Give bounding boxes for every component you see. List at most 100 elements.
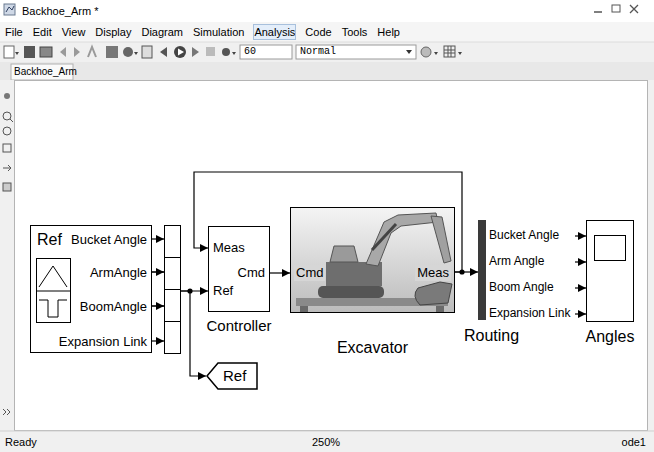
bus-creator	[165, 258, 181, 290]
toolbar	[444, 46, 455, 57]
menu-item: Tools	[342, 25, 368, 39]
stop-time-field: 60	[244, 45, 256, 59]
bus-creator	[165, 226, 181, 354]
signal-line	[194, 172, 462, 272]
toolbar	[0, 43, 654, 62]
block-name: Controller	[206, 317, 271, 335]
excavator-illustration	[372, 224, 396, 250]
palette-bar	[4, 93, 10, 99]
tab-strip	[0, 62, 654, 80]
menu-item: Code	[305, 25, 331, 39]
port-label: Bucket Angle	[71, 232, 147, 248]
excavator-illustration	[318, 286, 384, 298]
model-canvas	[15, 81, 648, 431]
toolbar	[88, 47, 96, 57]
toolbar	[174, 46, 186, 58]
bus-creator	[165, 322, 181, 354]
toolbar	[15, 52, 19, 55]
toolbar	[0, 43, 654, 62]
toolbar	[406, 50, 412, 54]
toolbar	[160, 47, 167, 57]
port-label: ArmAngle	[90, 265, 147, 281]
port-label: Arm Angle	[489, 254, 544, 269]
toolbar	[296, 45, 416, 59]
signal-builder-icon	[37, 259, 71, 323]
port-wires	[152, 340, 164, 341]
sim-mode-field: Normal	[300, 45, 336, 59]
signal-line	[455, 271, 478, 272]
bus-creator	[165, 226, 181, 258]
toolbar	[192, 47, 199, 57]
menu-item: Display	[95, 25, 131, 39]
menu-item: View	[62, 25, 86, 39]
block-name: Excavator	[337, 338, 408, 357]
title-bar	[630, 5, 638, 13]
branch-point	[187, 288, 192, 293]
menu-bar	[0, 22, 654, 42]
port-label: Meas	[415, 265, 451, 281]
palette-bar	[3, 183, 11, 191]
zoom-level: 250%	[312, 435, 340, 449]
port-label: Expansion Link	[59, 334, 147, 350]
toolbar	[142, 46, 152, 58]
signal-builder-icon	[39, 266, 67, 287]
toolbar	[60, 47, 66, 57]
port-wires	[152, 305, 164, 306]
excavator-illustration	[291, 208, 454, 312]
scope-block: Angles	[586, 220, 634, 322]
signal-builder-block: Ref Bucket AngleArmAngleBoomAngleExpansio…	[30, 225, 152, 353]
status-bar	[0, 431, 654, 452]
title-bar	[4, 4, 15, 15]
signal-builder-icon	[39, 300, 67, 317]
palette-bar	[3, 112, 11, 120]
menu-item: Analysis	[254, 25, 295, 39]
toolbar	[123, 47, 133, 57]
toolbar	[232, 52, 236, 55]
model-tab: Backhoe_Arm	[14, 65, 77, 79]
port-label: Cmd	[238, 265, 265, 281]
menu-item: Simulation	[193, 25, 244, 39]
title-bar	[0, 0, 654, 22]
palette-bar	[3, 409, 10, 415]
toolbar	[40, 47, 52, 57]
menu-bar	[0, 22, 654, 42]
signal-builder-icon	[37, 259, 71, 323]
status-bar	[0, 431, 654, 452]
port-label: Bucket Angle	[489, 228, 559, 243]
menu-item: File	[5, 25, 23, 39]
palette-bar	[3, 144, 11, 152]
block-name: Angles	[586, 327, 635, 346]
palette-bar	[0, 80, 14, 430]
signal-builder-icon	[37, 291, 71, 292]
palette-bar	[3, 127, 11, 135]
title-bar	[6, 6, 14, 12]
palette-bar	[3, 165, 11, 171]
port-label: Cmd	[294, 265, 325, 281]
excavator-illustration	[436, 306, 444, 312]
menu-item: Help	[377, 25, 400, 39]
port-wires	[152, 239, 164, 341]
toolbar	[434, 52, 438, 55]
subsystem-block: MeasRefCmdController	[208, 226, 270, 312]
bus-creator	[165, 290, 181, 322]
toolbar	[458, 52, 462, 55]
window-title: Backhoe_Arm *	[22, 4, 98, 18]
toolbar	[74, 47, 80, 57]
toolbar	[134, 52, 138, 55]
bus-selector: Bucket AngleArm AngleBoom AngleExpansion…	[478, 220, 575, 320]
port-label: Boom Angle	[489, 280, 554, 295]
toolbar	[421, 47, 431, 57]
port-label: Ref	[37, 230, 62, 249]
toolbar	[240, 45, 292, 59]
signal-line	[575, 287, 586, 288]
menu-bar	[0, 42, 654, 43]
signal-line	[575, 261, 586, 262]
signal-line	[575, 313, 586, 314]
toolbar	[4, 46, 14, 58]
port-label: BoomAngle	[80, 299, 147, 315]
excavator-illustration	[431, 216, 451, 263]
